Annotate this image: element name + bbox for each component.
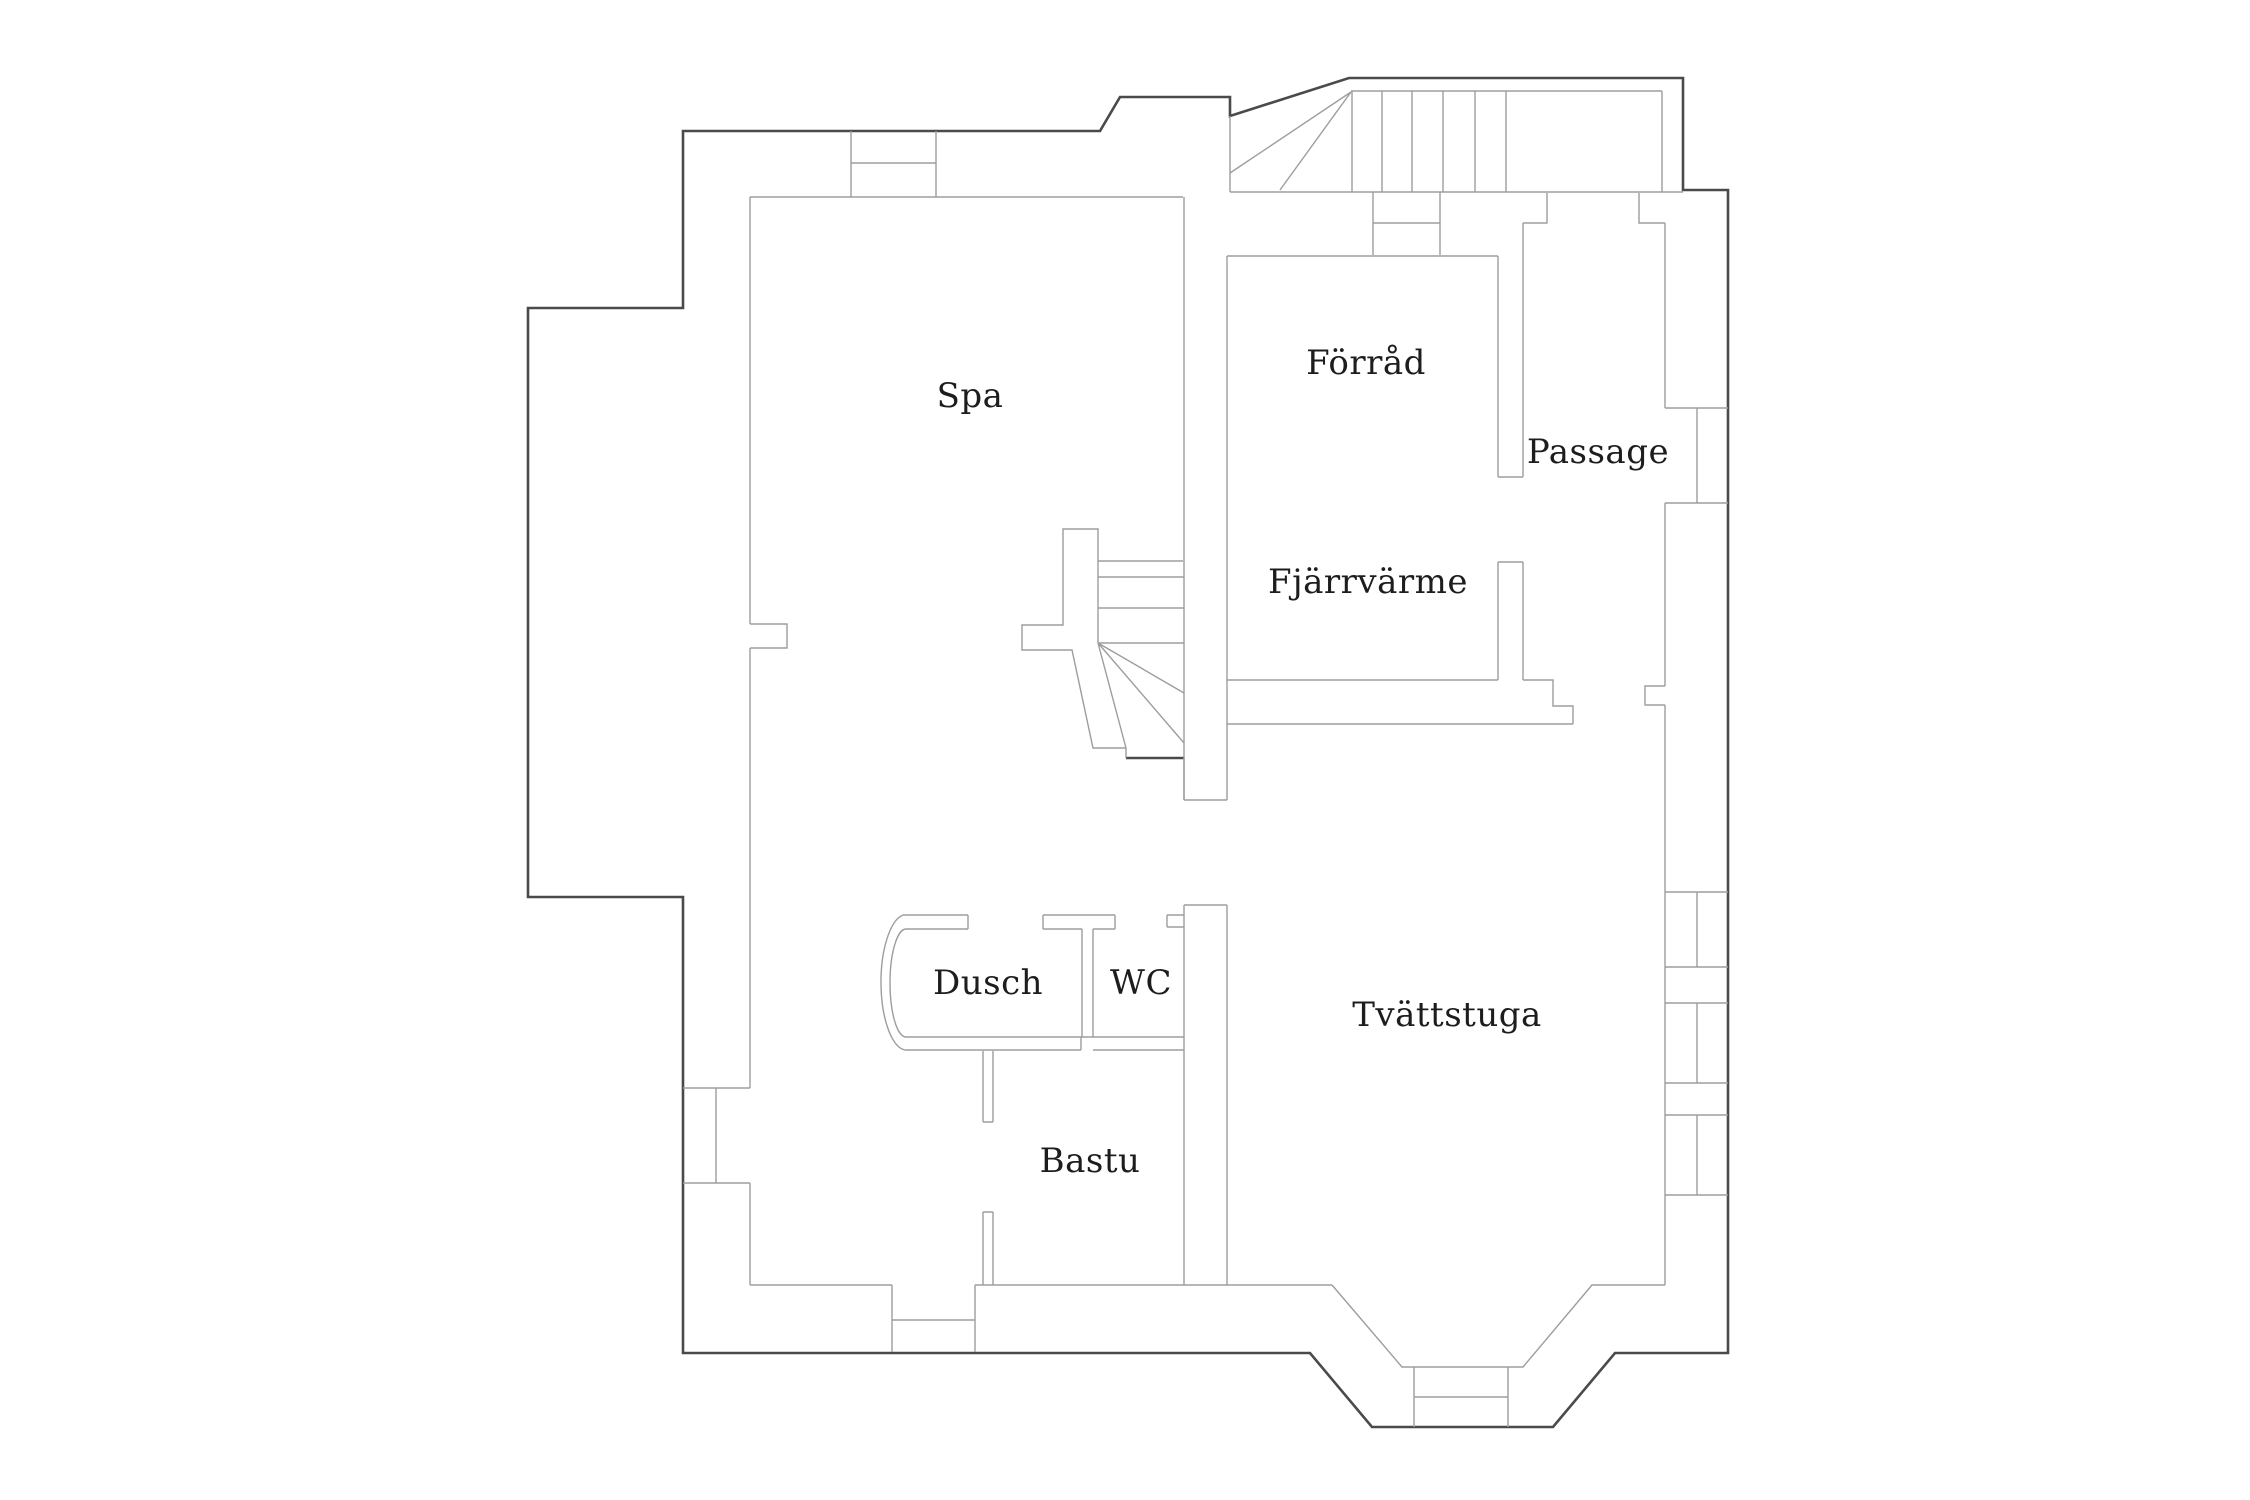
room-label-dusch: Dusch	[932, 963, 1044, 1003]
window-bay	[1413, 1367, 1509, 1427]
window-top-wall	[850, 131, 937, 197]
stairs-center-outline	[1097, 560, 1184, 644]
tvattstuga-top-wall	[1227, 679, 1574, 725]
wc-bottom-wall	[1093, 1036, 1184, 1051]
stairs-top-outline	[1229, 90, 1683, 193]
spa-room-walls	[749, 196, 1332, 1286]
room-label-spa: Spa	[936, 376, 1004, 416]
dusch-wc-divider-wall	[1042, 914, 1116, 1038]
window-right-upper	[1665, 407, 1728, 504]
room-label-forrad: Förråd	[1306, 343, 1426, 383]
bastu-left-wall	[982, 1051, 994, 1285]
building-perimeter	[526, 76, 1730, 1429]
window-bottom-wall	[891, 1285, 976, 1352]
inner-wall-lines	[683, 90, 1728, 1427]
window-below-stairs	[1372, 192, 1441, 255]
room-label-tvattstuga: Tvättstuga	[1352, 995, 1542, 1035]
stairs-top-winder-treads	[1229, 91, 1352, 191]
forrad-fjarrvarme-walls	[1226, 255, 1498, 800]
stairs-center-winder-treads	[1097, 642, 1185, 749]
stairs-center-rail-wall	[1021, 528, 1127, 758]
forrad-right-double-wall	[1497, 193, 1548, 680]
tvattstuga-left-wall	[1166, 758, 1228, 1285]
room-label-wc: WC	[1110, 963, 1172, 1003]
window-right-stack	[1664, 891, 1728, 1196]
stairs-top-treads	[1351, 91, 1507, 192]
room-label-passage: Passage	[1526, 432, 1670, 472]
outer-wall-outline	[526, 76, 1730, 1429]
bay-inner-outline	[1331, 1284, 1665, 1368]
right-wall-inner	[1638, 193, 1666, 1285]
dusch-curved-wall	[880, 914, 1082, 1051]
room-label-fjarrvarme: Fjärrvärme	[1267, 562, 1469, 602]
window-left-wall	[683, 1087, 750, 1184]
room-label-bastu: Bastu	[1039, 1141, 1141, 1181]
